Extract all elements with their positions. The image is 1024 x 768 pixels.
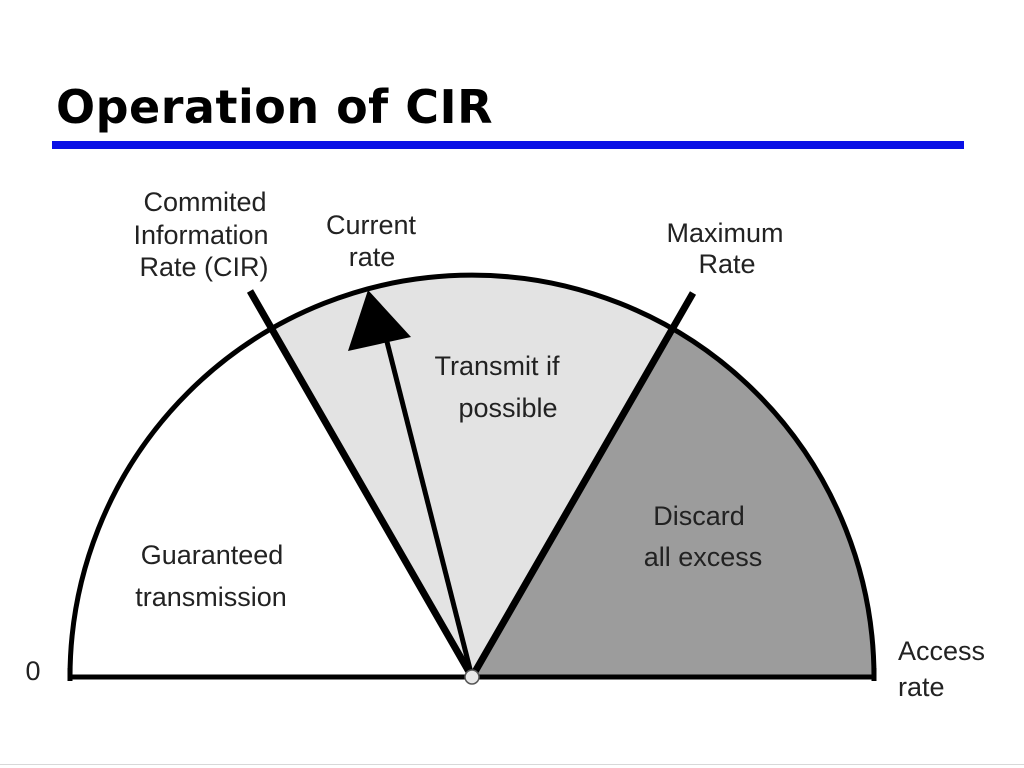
- discard-label-line1: Discard: [653, 501, 745, 531]
- cir-label-line3: Rate (CIR): [139, 252, 268, 282]
- guaranteed-zone: [70, 330, 472, 677]
- transmit-if-possible-label-line2: possible: [458, 393, 557, 423]
- access-rate-label-line1: Access: [898, 636, 985, 666]
- transmit-if-possible-zone: [268, 275, 676, 677]
- maximum-rate-label-line1: Maximum: [666, 218, 783, 248]
- pivot-point: [464, 669, 480, 685]
- current-rate-arrow-shaft: [381, 329, 475, 678]
- current-rate-label-line2: rate: [349, 242, 396, 272]
- cir-divider-line: [246, 289, 476, 679]
- current-rate-arrowhead: [348, 290, 411, 351]
- discard-zone: [472, 330, 874, 677]
- footer-divider: [0, 764, 1024, 765]
- maximum-rate-label-line2: Rate: [698, 249, 755, 279]
- slide-title: Operation of CIR: [56, 80, 494, 134]
- cir-label-line1: Commited: [143, 187, 266, 217]
- maximum-rate-divider-line: [468, 291, 697, 679]
- guaranteed-label-line2: transmission: [135, 582, 287, 612]
- access-rate-label-line2: rate: [898, 672, 945, 702]
- transmit-if-possible-label-line1: Transmit if: [434, 351, 560, 381]
- gauge-arc: [67, 272, 877, 678]
- cir-label-line2: Information: [133, 220, 268, 250]
- discard-label-line2: all excess: [644, 542, 763, 572]
- zero-label: 0: [25, 656, 40, 686]
- current-rate-label-line1: Current: [326, 210, 417, 240]
- guaranteed-label-line1: Guaranteed: [141, 540, 284, 570]
- title-underline: [52, 141, 964, 149]
